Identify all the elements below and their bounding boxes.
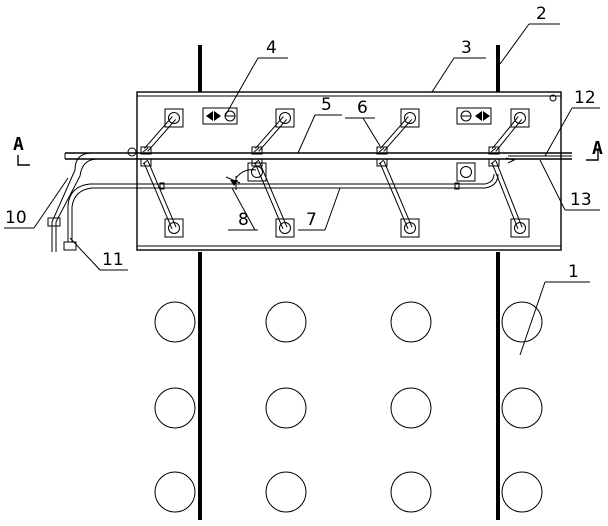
callout-4: 4 xyxy=(266,38,277,58)
callout-1: 1 xyxy=(568,262,579,282)
secondary-pipe-bend-a xyxy=(484,173,495,185)
callout-12: 12 xyxy=(574,88,596,108)
leader-12 xyxy=(544,107,573,157)
section-mark-right xyxy=(586,150,599,161)
mount-pad xyxy=(275,108,295,128)
hose-11-b xyxy=(71,187,135,242)
section-label-right: A xyxy=(592,138,603,159)
hose-10-fitting xyxy=(47,217,61,227)
leader-11 xyxy=(69,237,101,271)
component-4-right xyxy=(456,107,492,125)
support-arm xyxy=(254,116,288,152)
pipe-joint xyxy=(251,146,263,167)
callout-6: 6 xyxy=(357,98,368,118)
component-4-left xyxy=(202,107,238,125)
pile-circle xyxy=(501,387,543,429)
leader-7 xyxy=(324,187,341,231)
pile-circle xyxy=(154,471,196,513)
leader-1 xyxy=(519,281,546,356)
leader-5 xyxy=(297,114,316,154)
support-arm xyxy=(491,161,523,229)
mount-pad xyxy=(510,108,530,128)
callout-11: 11 xyxy=(102,250,124,270)
leader-13 xyxy=(539,159,566,211)
support-arm xyxy=(379,116,413,152)
support-arm xyxy=(491,116,523,152)
pipe-joint xyxy=(376,146,388,167)
support-arm xyxy=(143,160,177,230)
leader-2 xyxy=(499,23,530,65)
pile-circle xyxy=(501,471,543,513)
pile-circle xyxy=(265,301,307,343)
pile-circle xyxy=(154,387,196,429)
hose-11-a xyxy=(67,183,135,242)
pile-circle xyxy=(501,301,543,343)
pile-circle xyxy=(390,471,432,513)
mount-pad xyxy=(400,108,420,128)
secondary-pipe-bend-b xyxy=(484,173,499,189)
pile-circle xyxy=(265,387,307,429)
support-arm xyxy=(143,116,177,152)
leader-3 xyxy=(431,57,455,93)
callout-5: 5 xyxy=(321,95,332,115)
secondary-pipe-joint-right xyxy=(454,182,460,190)
mount-pad xyxy=(456,162,476,182)
support-arm xyxy=(379,160,413,230)
callout-3: 3 xyxy=(461,38,472,58)
pile-circle xyxy=(390,387,432,429)
pile-circle xyxy=(265,471,307,513)
callout-10: 10 xyxy=(5,208,27,228)
callout-7: 7 xyxy=(306,210,317,230)
plate xyxy=(136,91,562,251)
pipe-joint xyxy=(488,146,500,167)
hose-13-nozzle xyxy=(505,157,516,164)
pile-circle xyxy=(154,301,196,343)
mount-pad xyxy=(164,108,184,128)
pipe-joint xyxy=(140,146,152,167)
leader-8 xyxy=(231,187,256,231)
section-label-left: A xyxy=(13,134,24,155)
hose-10-a xyxy=(51,152,135,252)
leader-4 xyxy=(224,57,259,117)
callout-8: 8 xyxy=(238,210,249,230)
plate-corner-hole xyxy=(549,94,557,102)
callout-2: 2 xyxy=(536,4,547,24)
support-arm xyxy=(254,160,288,230)
section-mark-left xyxy=(17,155,30,166)
valve-8 xyxy=(225,169,257,190)
callout-13: 13 xyxy=(570,190,592,210)
hose-11-fitting xyxy=(63,241,77,251)
leader-6 xyxy=(362,117,381,147)
leader-10 xyxy=(33,177,69,229)
pile-circle xyxy=(390,301,432,343)
hose-10-coupling xyxy=(127,147,137,157)
secondary-pipe-joint-left xyxy=(159,182,165,190)
hose-10-b xyxy=(55,158,135,252)
